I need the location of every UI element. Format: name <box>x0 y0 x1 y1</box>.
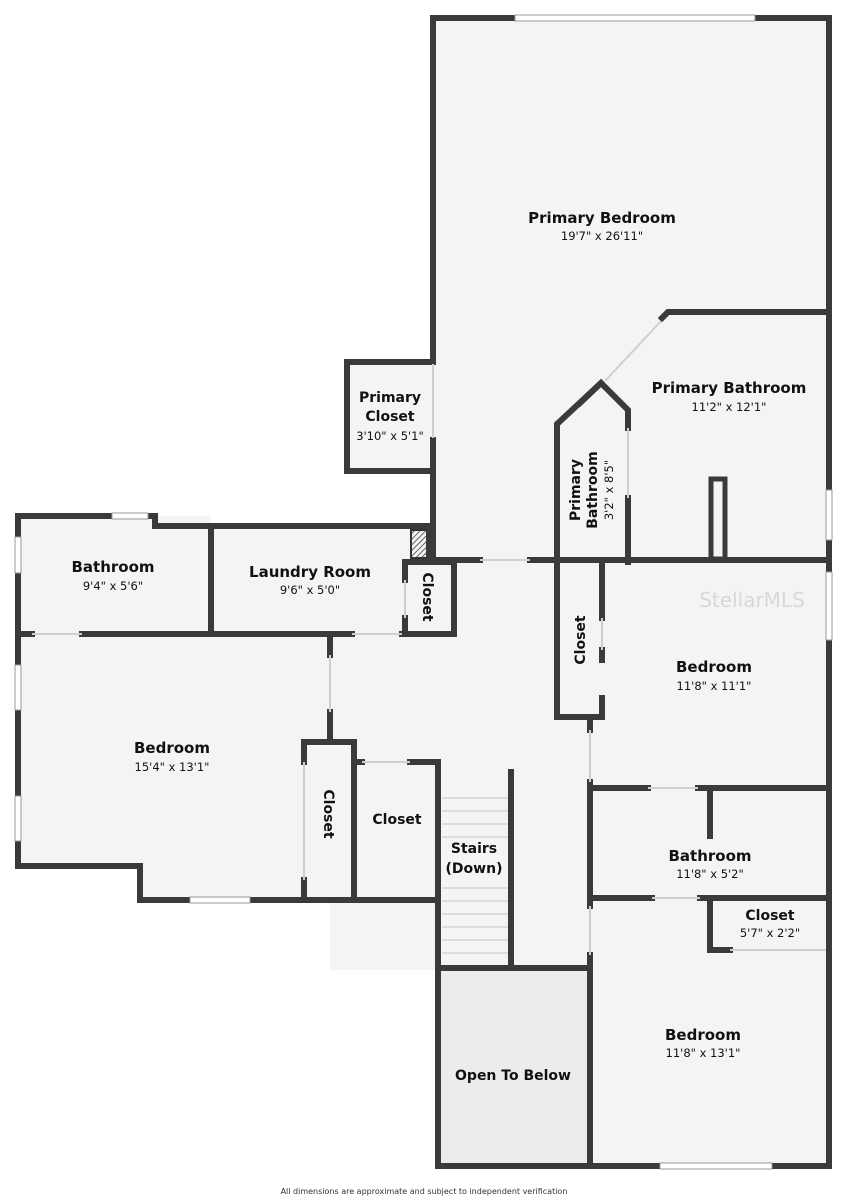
bedroom-left-dim: 15'4" x 13'1" <box>135 760 210 774</box>
disclaimer-text: All dimensions are approximate and subje… <box>280 1187 568 1196</box>
bedroom-left-floor <box>18 634 330 900</box>
window-primary-top <box>514 14 756 22</box>
open-to-below-floor <box>438 968 590 1166</box>
primary-closet-floor <box>347 362 433 471</box>
primary-bathroom-small-label-1: Primary <box>568 459 584 521</box>
primary-bathroom-dim: 11'2" x 12'1" <box>692 400 767 414</box>
stair-treads <box>442 797 509 954</box>
bedroom-right-top-floor <box>590 562 829 788</box>
window-bedroom-right-top <box>825 571 833 641</box>
bathroom-right-label: Bathroom <box>668 847 751 865</box>
bathroom-top-left-dim: 9'4" x 5'6" <box>83 579 143 593</box>
window-bedroom-left-2 <box>14 795 22 842</box>
closet-laundry-label: Closet <box>419 572 435 622</box>
stairs-label-1: Stairs <box>451 841 497 857</box>
bedroom-right-bottom-dim: 11'8" x 13'1" <box>666 1046 741 1060</box>
room-labels: Primary Bedroom 19'7" x 26'11" Primary C… <box>71 209 806 1084</box>
primary-bathroom-small-dim: 3'2" x 8'5" <box>602 460 616 520</box>
window-bedroom-right-bottom <box>659 1162 773 1170</box>
stairs-label-2: (Down) <box>446 861 503 877</box>
primary-bedroom-dim: 19'7" x 26'11" <box>561 229 643 243</box>
primary-bathroom-label: Primary Bathroom <box>652 379 807 397</box>
walls <box>15 15 832 1169</box>
closet-right-label: Closet <box>745 908 795 924</box>
closet-left-floor <box>304 742 354 900</box>
bedroom-left-label: Bedroom <box>134 739 210 757</box>
primary-bathroom-small-label-2: Bathroom <box>585 451 601 529</box>
open-to-below-label: Open To Below <box>455 1068 571 1084</box>
bedroom-right-bottom-label: Bedroom <box>665 1026 741 1044</box>
primary-bedroom-label: Primary Bedroom <box>528 209 676 227</box>
bathroom-top-left-label: Bathroom <box>71 558 154 576</box>
bathroom-right-dim: 11'8" x 5'2" <box>676 867 744 881</box>
bedroom-right-top-dim: 11'8" x 11'1" <box>677 679 752 693</box>
closet-right-dim: 5'7" x 2'2" <box>740 926 800 940</box>
closet-center-floor <box>354 762 438 900</box>
closet-left-vertical-label: Closet <box>320 789 336 839</box>
window-primary-right <box>825 489 833 541</box>
primary-closet-label-2: Closet <box>365 409 415 425</box>
laundry-room-label: Laundry Room <box>249 563 371 581</box>
door-openings <box>32 320 826 955</box>
window-bath-left <box>14 536 22 574</box>
window-bedroom-left-bottom <box>189 896 251 904</box>
closet-hall-label: Closet <box>573 615 589 665</box>
window-bedroom-left-1 <box>14 664 22 711</box>
closet-center-label: Closet <box>372 812 422 828</box>
closet-right-floor <box>710 900 829 950</box>
primary-closet-label-1: Primary <box>359 390 421 406</box>
primary-closet-dim: 3'10" x 5'1" <box>356 429 424 443</box>
bathroom-top-left-floor <box>18 516 211 634</box>
laundry-room-dim: 9'6" x 5'0" <box>280 583 340 597</box>
watermark: StellarMLS <box>699 588 805 612</box>
window-bath-top <box>111 512 149 520</box>
primary-bathroom-small-labels: Primary Bathroom 3'2" x 8'5" <box>568 451 616 529</box>
primary-bedroom-floor <box>433 18 829 562</box>
bedroom-right-top-label: Bedroom <box>676 658 752 676</box>
windows <box>14 14 833 1170</box>
